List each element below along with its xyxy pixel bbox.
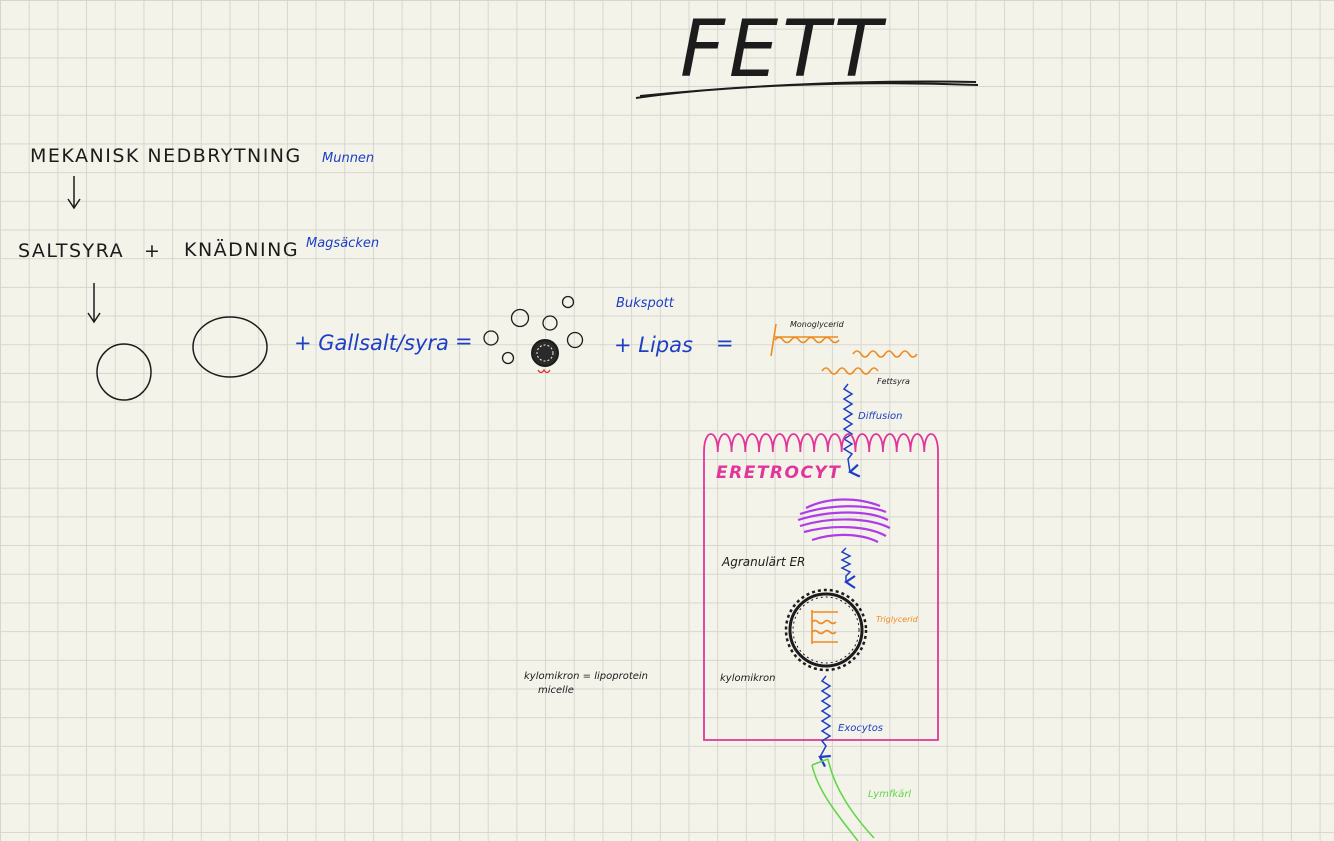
step-kneading-label: KNÄDNING xyxy=(184,238,299,261)
fat-droplet-large xyxy=(193,317,267,377)
arrow-down-icon xyxy=(88,283,100,322)
step-acid-label: SALTSYRA xyxy=(18,240,124,262)
place-stomach-label: Magsäcken xyxy=(306,236,379,251)
lymph-vessel-label: Lymfkärl xyxy=(868,789,911,800)
chylomicron-label: kylomikron xyxy=(720,673,775,684)
er-label: Agranulärt ER xyxy=(721,555,805,569)
micelle-icon xyxy=(532,340,558,373)
diffusion-label: Diffusion xyxy=(858,411,902,422)
place-mouth-label: Munnen xyxy=(322,151,374,166)
triglyceride-label: Triglycerid xyxy=(876,615,919,624)
lipase-label: + Lipas xyxy=(614,333,693,357)
lymph-vessel-icon xyxy=(812,759,874,841)
note-line-1: kylomikron = lipoprotein xyxy=(524,671,648,682)
equals-sign-2: = xyxy=(716,331,734,355)
title-group: FETT xyxy=(636,5,978,98)
note-line-2: micelle xyxy=(538,685,574,696)
pancreas-label: Bukspott xyxy=(616,296,675,311)
diffusion-arrow xyxy=(844,384,852,472)
bile-salt-label: + Gallsalt/syra xyxy=(294,331,449,355)
cell-name-label: ERETROCYT xyxy=(716,463,841,483)
arrow-down-icon xyxy=(68,176,80,208)
step-mechanical-label: MEKANISK NEDBRYTNING xyxy=(30,145,302,167)
er-to-chylomicron-arrow xyxy=(842,548,850,582)
microvilli xyxy=(704,434,938,452)
fatty-acid-label: Fettsyra xyxy=(877,377,910,386)
fat-droplet xyxy=(97,344,151,400)
monoglyceride-label: Monoglycerid xyxy=(790,320,845,329)
equals-sign: = xyxy=(455,329,473,353)
exocytosis-label: Exocytos xyxy=(838,723,883,734)
plus-sign: + xyxy=(144,240,161,262)
chylomicron-icon xyxy=(786,590,866,670)
fatty-acid-icon xyxy=(822,351,917,374)
exocytosis-arrow xyxy=(820,676,830,757)
er-icon xyxy=(798,500,890,543)
